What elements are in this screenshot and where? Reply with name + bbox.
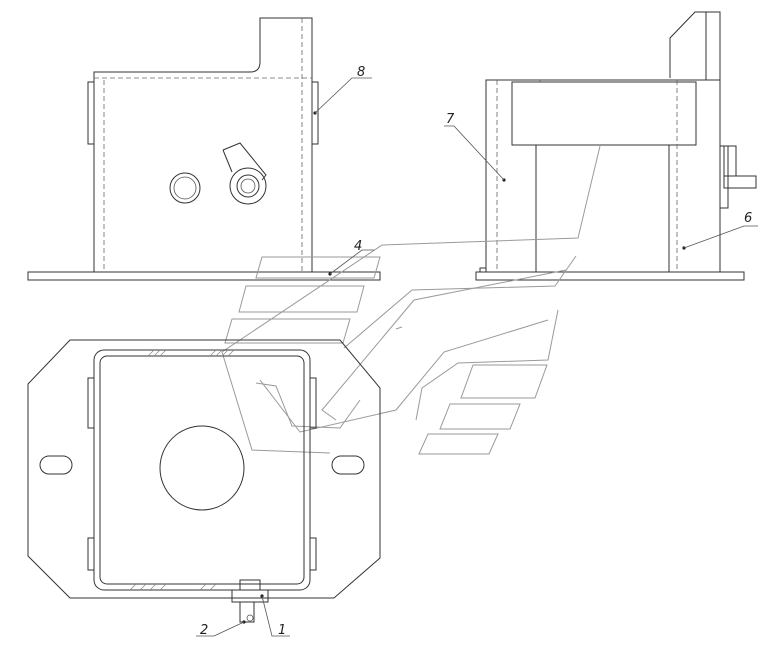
leader-lines: [196, 77, 758, 637]
front-round-boss: [169, 172, 201, 204]
plan-hatching: [129, 349, 235, 591]
front-body-outline: [93, 17, 313, 272]
plan-view: [27, 339, 381, 624]
callout-8: 8: [357, 65, 365, 80]
plan-left-slot: [39, 455, 73, 475]
front-view: [27, 17, 381, 281]
plan-frame-inner: [99, 355, 305, 585]
front-left-flange: [87, 81, 95, 145]
plan-right-slot: [331, 455, 365, 475]
callout-7: 7: [446, 112, 455, 127]
plan-base-plate: [27, 339, 381, 599]
front-lever-bracket: [222, 142, 267, 205]
plan-frame-outer: [93, 349, 311, 591]
callout-1: 1: [278, 623, 286, 638]
side-top-block: [511, 81, 697, 146]
plan-center-hole: [159, 425, 245, 511]
plan-handle: [231, 579, 269, 623]
callout-6: 6: [744, 211, 752, 226]
callouts: 8 4 7 6 1 2: [200, 65, 752, 638]
side-handle: [719, 145, 757, 209]
front-base-plate: [27, 271, 381, 281]
side-base-plate: [475, 271, 745, 281]
callout-4: 4: [354, 239, 362, 254]
watermark-logo: [221, 145, 601, 455]
side-upright: [669, 11, 721, 80]
side-view: [475, 11, 757, 281]
front-right-flange: [311, 81, 319, 145]
callout-2: 2: [200, 623, 208, 638]
